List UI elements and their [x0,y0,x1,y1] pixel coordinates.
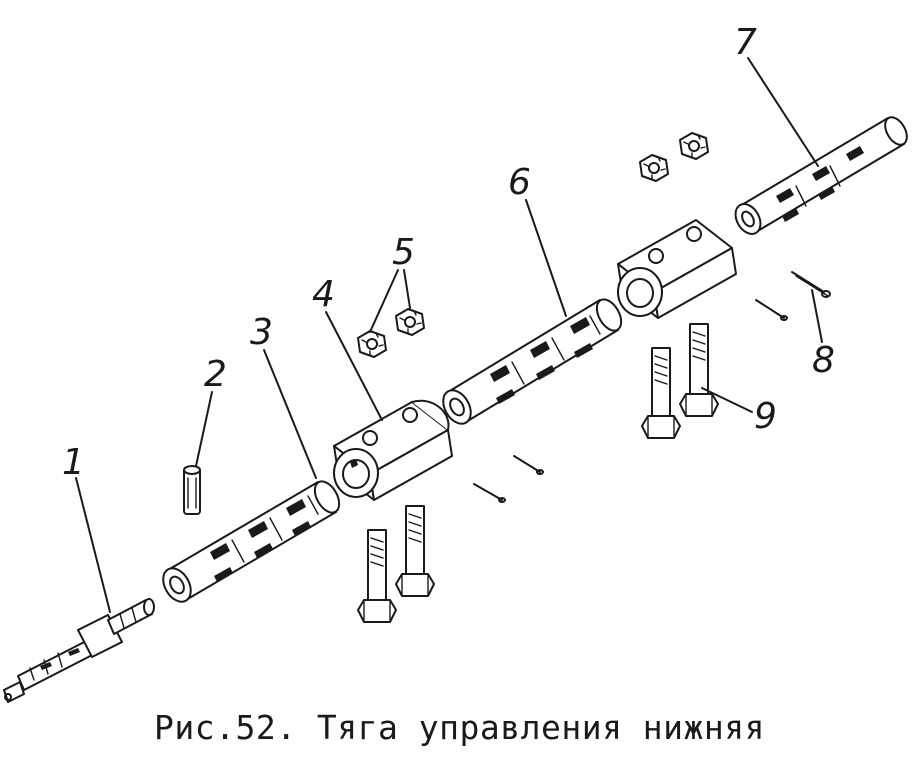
coupling-block-right [617,219,737,319]
part-4-coupling [333,399,453,501]
castle-nut [357,330,387,358]
part-6-tube [442,298,623,425]
castle-nuts-right [639,132,709,182]
castle-nut [395,308,425,336]
castle-nut [679,132,709,160]
callout-4: 4 [312,274,335,315]
callout-8: 8 [812,340,835,381]
bolt [641,347,681,439]
leader-lines [75,57,823,613]
part-7-end-rod [734,116,908,235]
callout-2: 2 [204,354,227,395]
bolt [357,529,397,623]
part-9-bolts [641,323,719,439]
bolts-left [357,505,435,623]
part-1-end-rod [3,598,155,703]
callout-3: 3 [250,312,273,353]
callout-9: 9 [754,396,777,437]
bolt [395,505,435,597]
part-8-cotter-pins [473,271,831,503]
callout-labels: 1 2 3 4 5 6 7 8 9 [62,22,835,483]
callout-5: 5 [392,232,415,273]
callout-6: 6 [508,162,531,203]
castle-nut [639,154,669,182]
part-3-tube [162,480,341,603]
bolt [679,323,719,417]
part-5-castle-nuts [357,308,425,358]
callout-7: 7 [734,22,757,63]
part-2-pin [183,465,201,515]
figure-caption: Рис.52. Тяга управления нижняя [153,708,766,747]
callout-1: 1 [62,442,85,483]
